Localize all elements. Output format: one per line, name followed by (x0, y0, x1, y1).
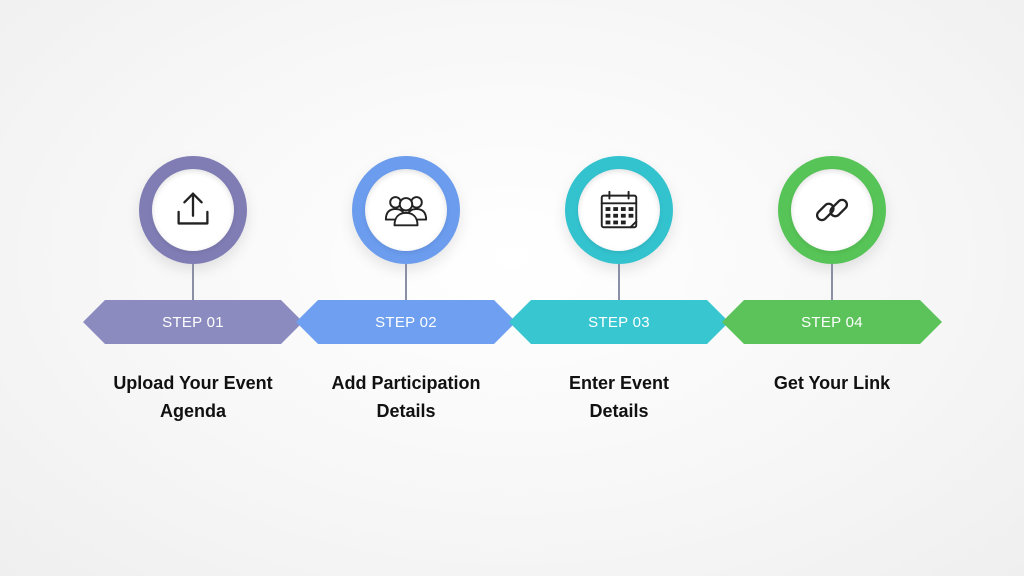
step-04-arrow: STEP 04 (722, 300, 942, 344)
step-03-title-line-1: Enter Event (568, 373, 670, 393)
step-04: STEP 04 Get Your Link (722, 0, 942, 576)
step-02: STEP 02 Add Participation Details (296, 0, 516, 576)
step-04-badge-inner (791, 169, 873, 251)
step-03: STEP 03 Enter Event Details (509, 0, 729, 576)
step-01-badge (139, 156, 247, 264)
people-group-icon (384, 196, 428, 227)
step-03-connector (618, 264, 620, 300)
step-01-title: Upload Your Event Agenda (83, 369, 303, 425)
step-02-title-line-2: Details (376, 401, 436, 421)
step-03-title: Enter Event Details (509, 369, 729, 425)
step-01-title-line-1: Upload Your Event (113, 373, 273, 393)
step-04-title-line-1: Get Your Link (773, 373, 891, 393)
step-04-connector (831, 264, 833, 300)
step-01-arrow: STEP 01 (83, 300, 303, 344)
link-icon (815, 198, 849, 222)
step-02-arrow: STEP 02 (296, 300, 516, 344)
step-03-badge (565, 156, 673, 264)
step-01-connector (192, 264, 194, 300)
step-01-label: STEP 01 (162, 313, 224, 331)
step-02-title: Add Participation Details (296, 369, 516, 425)
upload-icon (177, 192, 209, 225)
step-03-arrow: STEP 03 (509, 300, 729, 344)
step-02-badge-inner (365, 169, 447, 251)
step-01-title-line-2: Agenda (159, 401, 226, 421)
step-02-badge (352, 156, 460, 264)
step-03-badge-inner (578, 169, 660, 251)
step-01: STEP 01 Upload Your Event Agenda (83, 0, 303, 576)
step-03-label: STEP 03 (588, 313, 650, 331)
step-04-label: STEP 04 (801, 313, 863, 331)
step-01-badge-inner (152, 169, 234, 251)
step-02-title-line-1: Add Participation (331, 373, 481, 393)
step-02-label: STEP 02 (375, 313, 437, 331)
step-03-title-line-2: Details (589, 401, 649, 421)
step-04-title: Get Your Link (722, 369, 942, 397)
calendar-icon (600, 190, 638, 229)
step-04-badge (778, 156, 886, 264)
step-02-connector (405, 264, 407, 300)
